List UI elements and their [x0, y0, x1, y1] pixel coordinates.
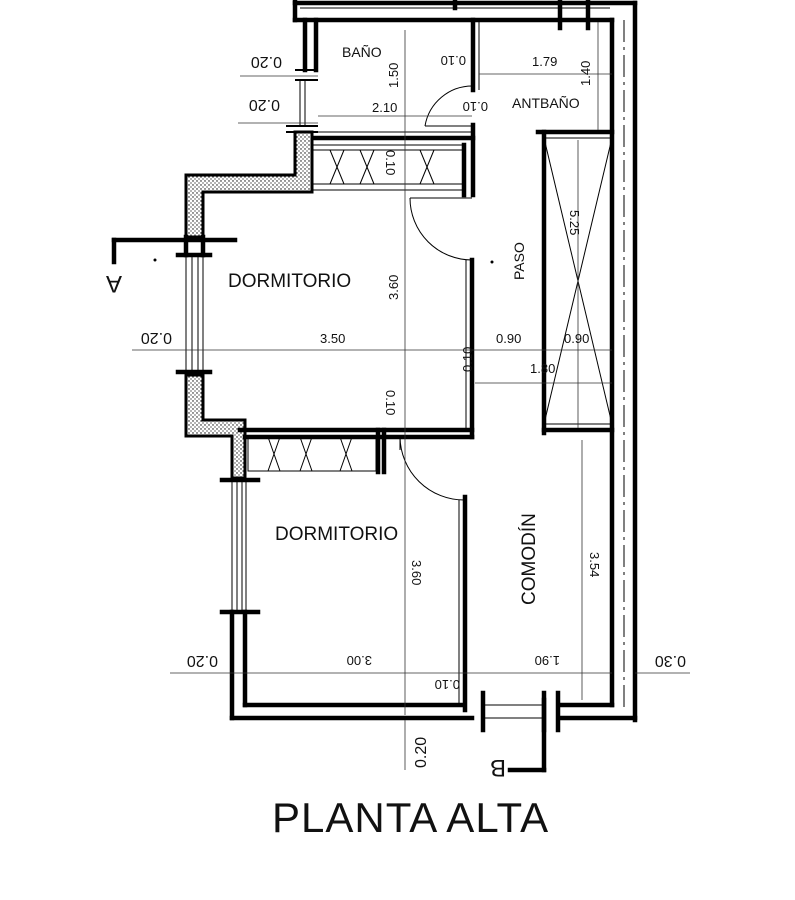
dim-antbano-width: 1.79 [532, 54, 557, 69]
dim-dorm2-height: 3.60 [409, 560, 424, 585]
dim-east-wall: 0.30 [655, 652, 686, 669]
section-label-a: A [106, 270, 122, 297]
room-label-antbano: ANTBAÑO [512, 95, 580, 111]
walls [175, 0, 638, 733]
room-label-paso: PASO [511, 242, 527, 280]
dimension-lines [132, 22, 690, 770]
dim-bano-width: 2.10 [372, 100, 397, 115]
dim-dorm2-ext: 0.20 [187, 652, 218, 669]
dim-bano-wall: 0.10 [441, 53, 466, 68]
dim-dorm2-wall: 0.10 [435, 677, 460, 692]
dim-bano-ext-top: 0.20 [251, 53, 282, 70]
dim-comodin-height: 3.54 [587, 552, 602, 577]
dim-closet-wall-2: 0.10 [383, 390, 398, 415]
room-label-comodin: COMODÍN [519, 513, 540, 605]
section-cut-b [490, 260, 547, 773]
dim-paso-length: 5.25 [567, 210, 582, 235]
dim-antbano-height: 1.40 [578, 61, 593, 86]
plan-title: PLANTA ALTA [272, 794, 549, 841]
dim-dorm1-height: 3.60 [386, 275, 401, 300]
dim-dorm1-width: 3.50 [320, 331, 345, 346]
section-label-b: B [490, 754, 506, 781]
section-cut-a [111, 237, 238, 265]
dim-bano-ext-bottom: 0.20 [249, 96, 280, 113]
dim-dorm2-width: 3.00 [347, 653, 372, 668]
dim-paso-width-total: 1.80 [530, 361, 555, 376]
door-swings [399, 85, 474, 501]
room-label-bano: BAÑO [342, 44, 382, 60]
room-label-dormitorio-1: DORMITORIO [228, 271, 351, 292]
dim-dorm1-ext: 0.20 [141, 329, 172, 346]
dim-paso-width-1: 0.90 [496, 331, 521, 346]
dim-closet-wall-1: 0.10 [383, 150, 398, 175]
dim-bano-height: 1.50 [386, 63, 401, 88]
dim-south-wall: 0.20 [413, 737, 430, 768]
dim-paso-width-2: 0.90 [564, 331, 589, 346]
dim-paso-wall: 0.10 [460, 347, 475, 372]
dimension-labels: 0.20 0.20 1.50 0.10 2.10 1.79 1.40 0.10 … [141, 53, 686, 768]
dim-comodin-width: 1.90 [535, 653, 560, 668]
dim-antbano-wall: 0.10 [463, 99, 488, 114]
room-label-dormitorio-2: DORMITORIO [275, 524, 398, 545]
